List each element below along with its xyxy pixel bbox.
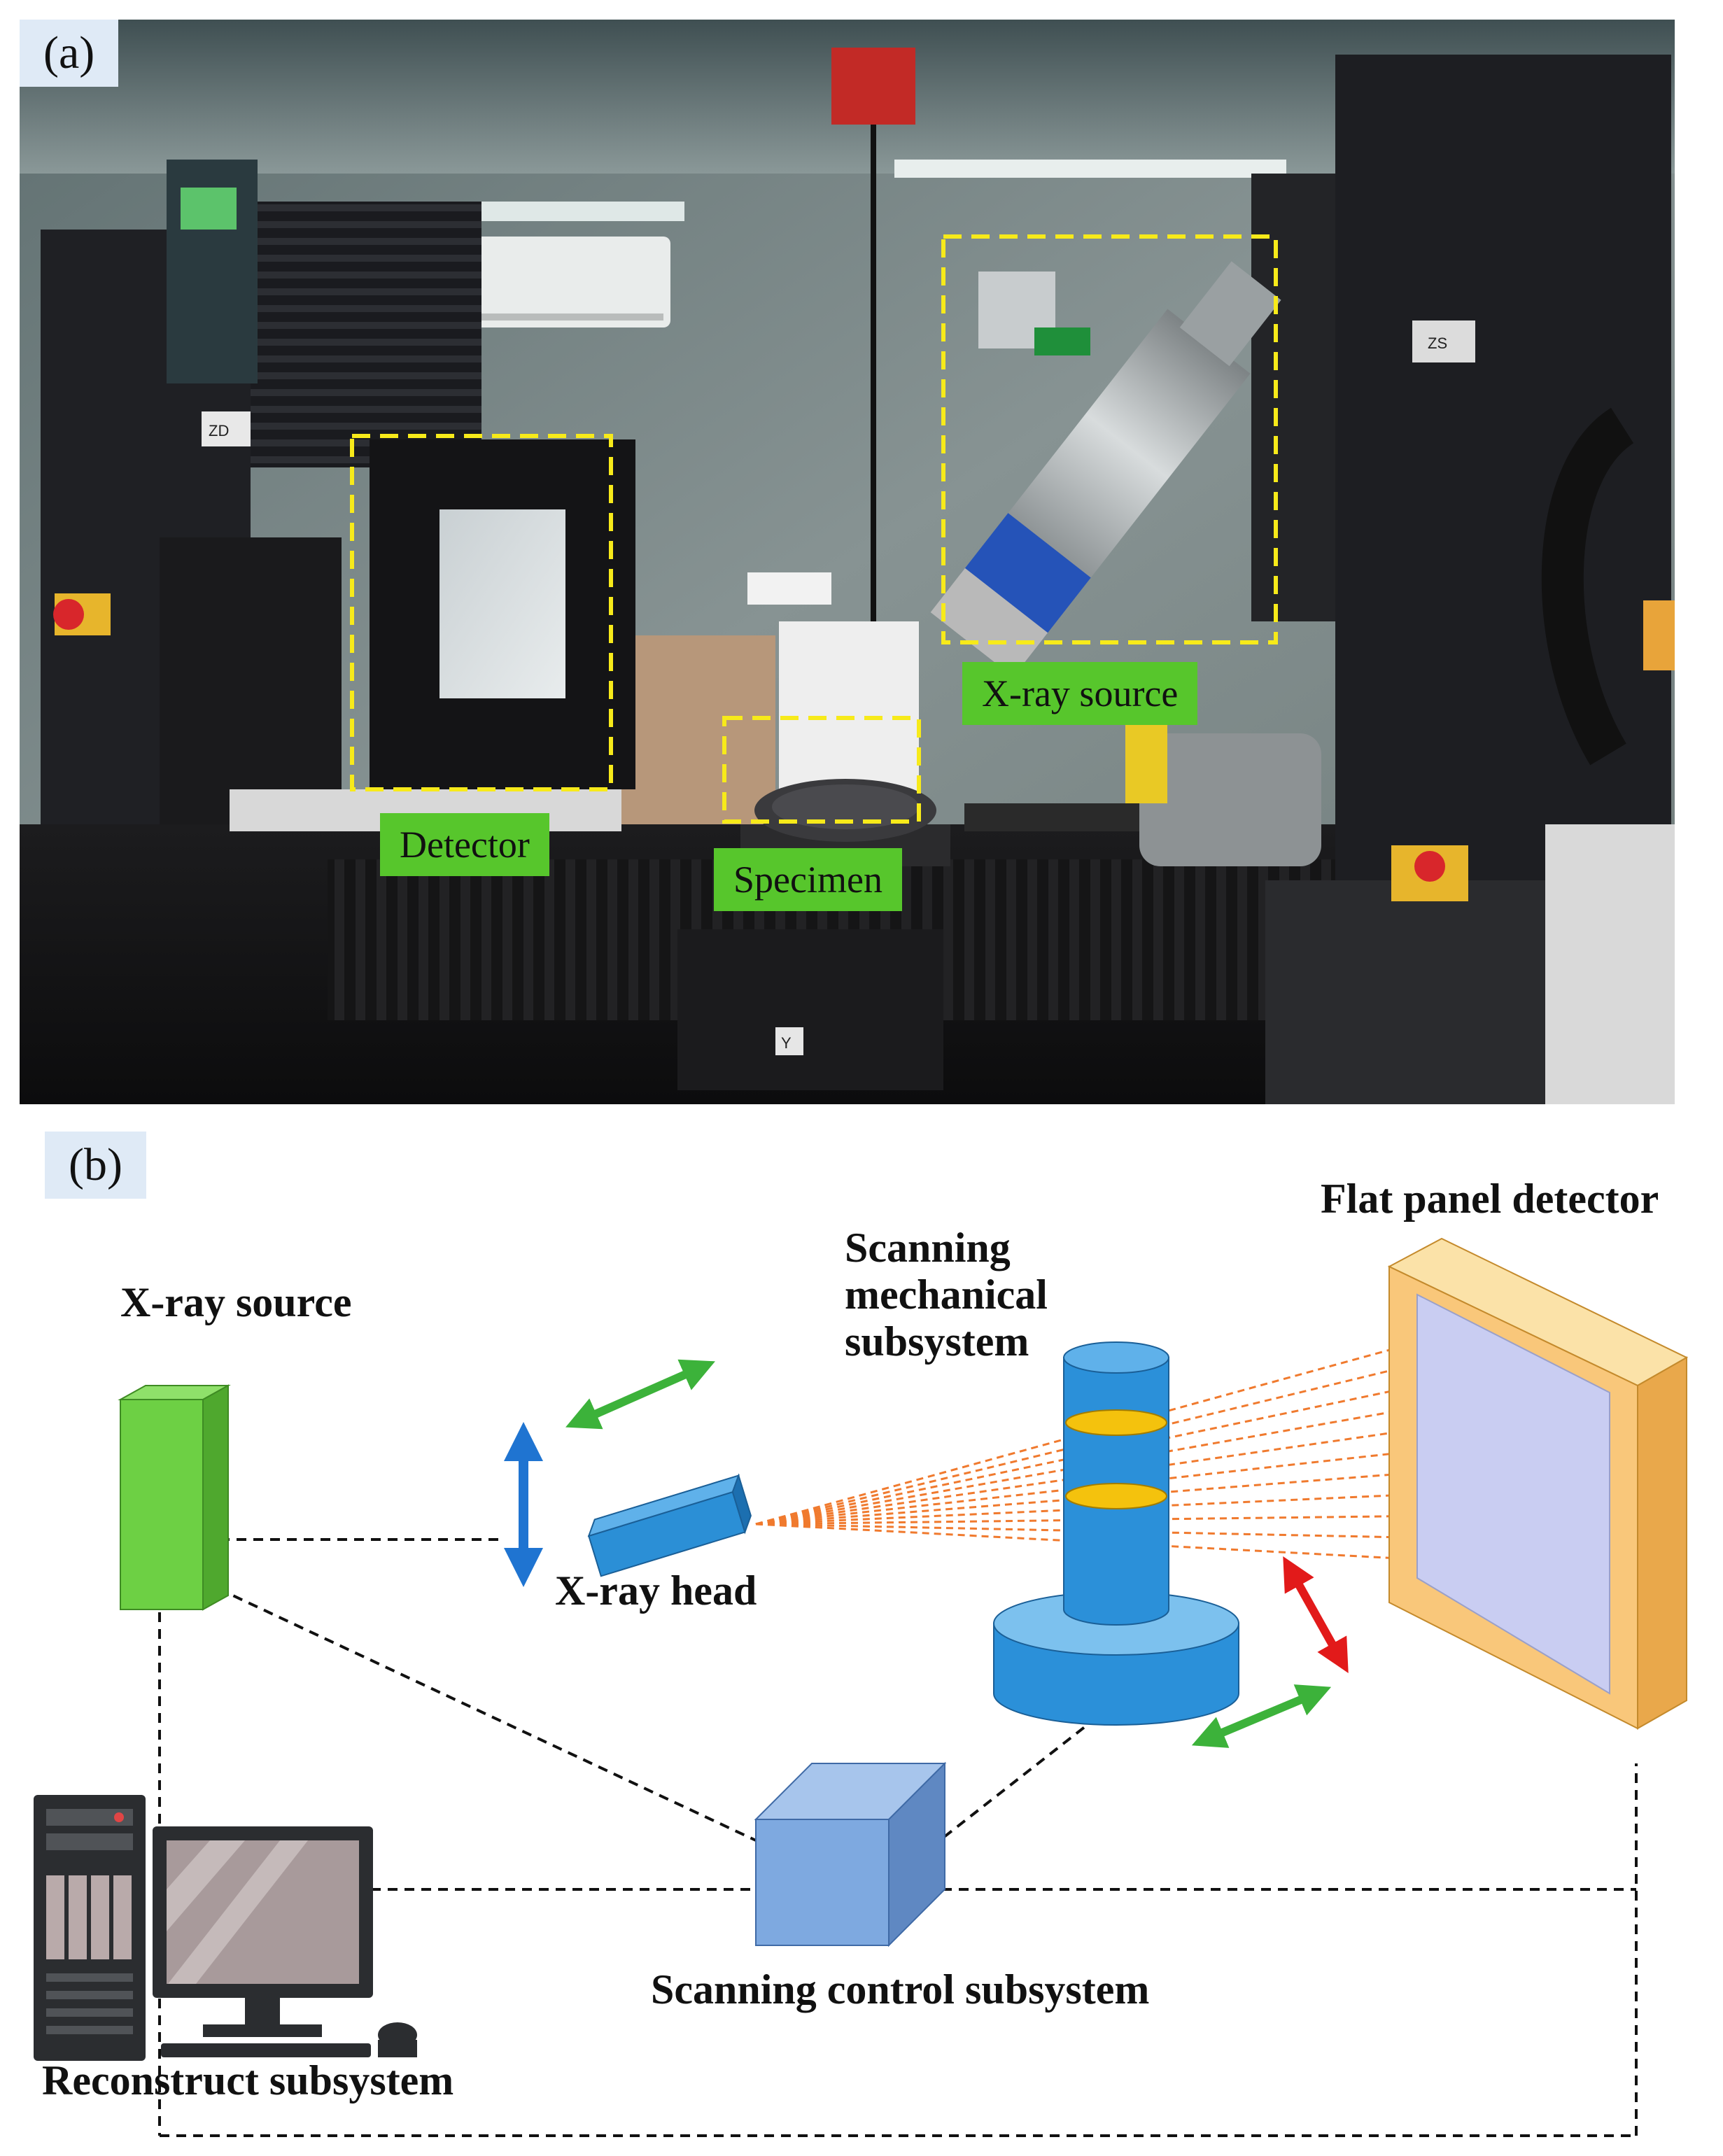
panel-b-tag: (b) <box>45 1132 146 1199</box>
detector-highlight <box>350 434 613 791</box>
tube-indicator <box>1034 327 1090 355</box>
beam-ray <box>755 1492 1439 1526</box>
computer-tower <box>34 1795 146 2061</box>
ceiling-hoist <box>831 48 915 125</box>
detector-arm <box>160 537 342 831</box>
flat-panel-detector <box>1387 1237 1689 1730</box>
scanning-mech-line-3: subsystem <box>845 1318 1029 1365</box>
beam-ray <box>755 1335 1439 1526</box>
detector-window <box>439 509 565 698</box>
scanning-control-box <box>754 1761 947 1947</box>
ct-system-diagram <box>34 1237 1689 2137</box>
xray-source-cube <box>118 1384 231 1611</box>
hose <box>1541 407 1635 766</box>
xray-source-highlight <box>941 234 1278 644</box>
link-source-control <box>202 1580 757 1842</box>
xray-head <box>587 1473 752 1577</box>
beam-ray <box>755 1447 1439 1526</box>
y-stage <box>677 929 943 1090</box>
right-tag <box>1643 600 1675 670</box>
ct-room-photo: ZD Y ZS <box>20 20 1675 1104</box>
scanning-control-label: Scanning control subsystem <box>651 1966 1150 2013</box>
scanning-mech-line-2: mechanical <box>845 1271 1048 1318</box>
head-travel-arrow <box>565 1359 715 1430</box>
ceiling-light <box>894 160 1286 178</box>
sample-disc-lower <box>1065 1483 1167 1509</box>
xray-head-label: X-ray head <box>555 1567 757 1614</box>
stop-button-left <box>53 599 84 630</box>
y-marking: Y <box>781 1034 792 1052</box>
detector-label: Detector <box>380 813 549 876</box>
ac-vent <box>467 313 663 320</box>
beam-ray <box>755 1523 1439 1540</box>
wall-socket <box>747 572 831 605</box>
link-control-mechanical <box>929 1720 1093 1849</box>
rotary-top <box>772 784 919 829</box>
heat-sink <box>251 202 481 467</box>
xray-source-title: X-ray source <box>120 1279 352 1325</box>
specimen-highlight <box>722 716 921 824</box>
scanning-mech-line-1: Scanning <box>845 1225 1011 1271</box>
reconstruct-label: Reconstruct subsystem <box>42 2057 454 2104</box>
air-conditioner <box>460 237 670 327</box>
source-yellow-part <box>1125 719 1167 803</box>
zs-marking: ZS <box>1428 334 1447 352</box>
beam-ray <box>755 1523 1439 1562</box>
photo-panel: ZD Y ZS <box>20 20 1675 1104</box>
motor-label <box>181 188 237 230</box>
xray-tube <box>930 261 1281 677</box>
scanning-mechanical-label: Scanning mechanical subsystem <box>845 1225 1048 1366</box>
zs-sticker <box>1412 320 1475 362</box>
right-bin <box>1545 824 1675 1104</box>
beam-ray <box>755 1425 1439 1526</box>
specimen-label: Specimen <box>714 848 902 911</box>
panel-a-tag: (a) <box>20 20 119 87</box>
lateral-motion-arrow <box>1191 1684 1332 1748</box>
right-cabinet <box>1265 880 1545 1104</box>
schematic-panel: (b) <box>0 1120 1723 2156</box>
depth-motion-arrow <box>1283 1556 1349 1673</box>
zd-marking: ZD <box>209 422 229 439</box>
zd-sticker <box>202 411 251 446</box>
beam-ray <box>755 1470 1439 1526</box>
stop-button-right <box>1414 851 1445 882</box>
beam-ray <box>755 1514 1439 1526</box>
source-base <box>1139 733 1321 866</box>
xray-source-label: X-ray source <box>962 662 1198 725</box>
y-sticker <box>775 1027 803 1055</box>
computer-monitor <box>153 1826 417 2057</box>
sample-disc-upper <box>1065 1409 1167 1436</box>
flat-panel-label: Flat panel detector <box>1321 1176 1659 1222</box>
